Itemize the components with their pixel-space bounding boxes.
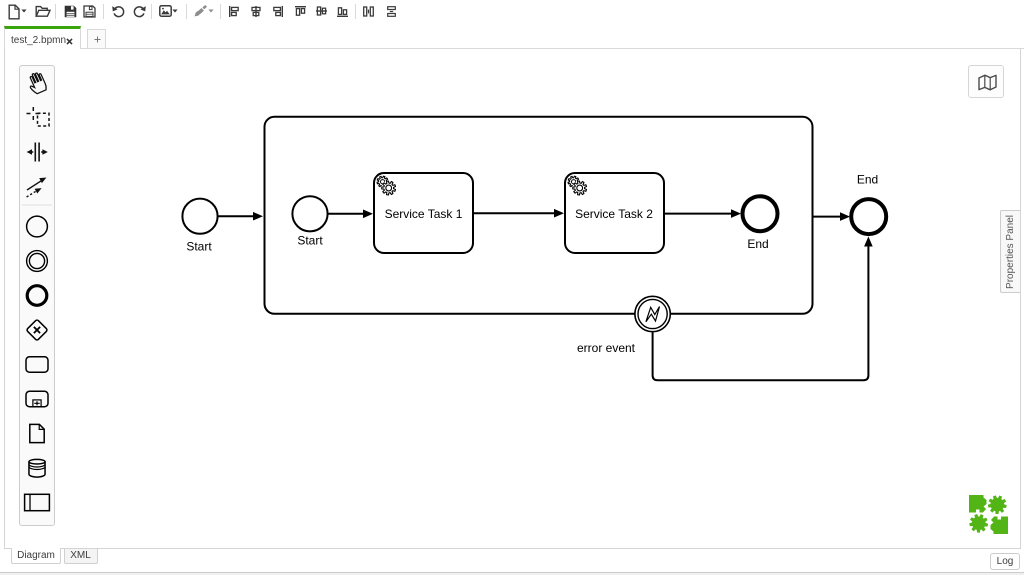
- svg-text:End: End: [857, 173, 878, 187]
- svg-text:Start: Start: [297, 234, 323, 248]
- svg-text:Service Task 2: Service Task 2: [575, 207, 653, 221]
- svg-text:Start: Start: [186, 240, 212, 254]
- svg-text:Service Task 1: Service Task 1: [385, 207, 463, 221]
- svg-text:error event: error event: [577, 341, 636, 355]
- svg-text:End: End: [747, 237, 768, 251]
